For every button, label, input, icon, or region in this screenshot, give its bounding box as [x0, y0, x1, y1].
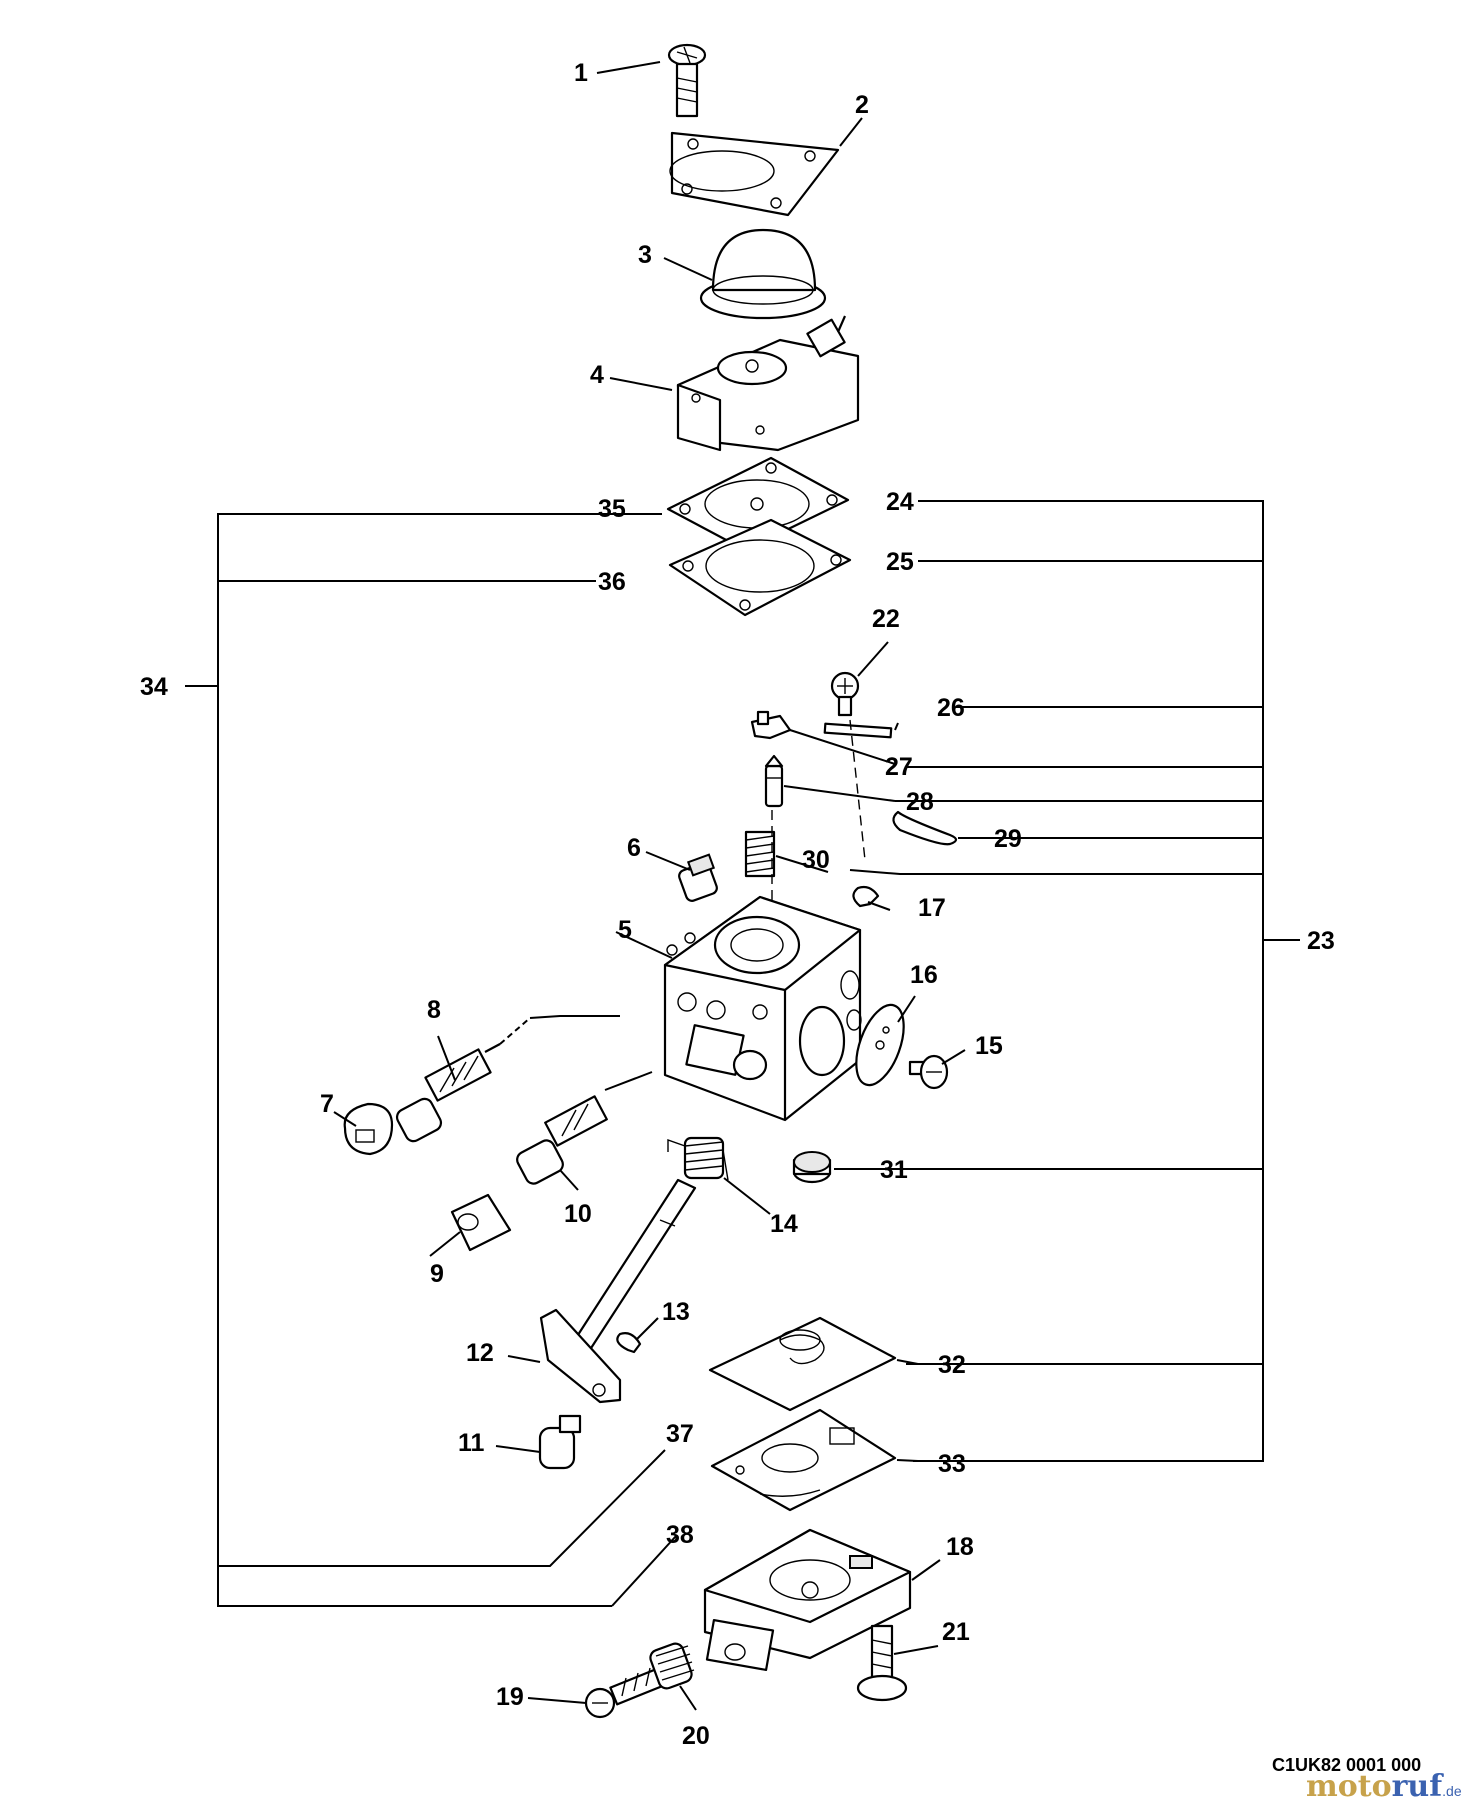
- part-13-clip: [616, 1332, 642, 1354]
- part-5-carburetor-body: [663, 895, 862, 1122]
- callout-27: 27: [885, 753, 913, 781]
- callout-35: 35: [598, 495, 626, 523]
- part-17-clip: [852, 885, 880, 908]
- part-4-pump-body: [676, 315, 860, 452]
- callout-23: 23: [1307, 927, 1335, 955]
- part-31-filter-screen: [792, 1151, 832, 1184]
- callout-12: 12: [466, 1339, 494, 1367]
- callout-19: 19: [496, 1683, 524, 1711]
- callout-20: 20: [682, 1722, 710, 1750]
- callout-21: 21: [942, 1618, 970, 1646]
- part-2-gasket: [669, 131, 840, 217]
- part-33-metering-gasket: [710, 1408, 897, 1512]
- leader-lines: [333, 61, 971, 1711]
- callout-6: 6: [627, 834, 641, 862]
- part-36-pump-gasket: [668, 518, 852, 617]
- part-20-spring: [649, 1642, 695, 1690]
- callout-34: 34: [140, 673, 168, 701]
- callout-31: 31: [880, 1156, 908, 1184]
- part-6-plug: [678, 853, 718, 902]
- kit-bracket-left: [185, 513, 677, 1607]
- part-15-screw: [908, 1054, 949, 1090]
- callout-36: 36: [598, 568, 626, 596]
- part-3-primer-bulb: [699, 228, 827, 320]
- part-27-lever: [750, 710, 792, 740]
- part-11-knob: [538, 1414, 582, 1470]
- watermark-logo: motoruf.de: [1306, 1769, 1462, 1800]
- part-19-screw: [584, 1667, 663, 1719]
- part-22-screw: [830, 671, 860, 717]
- callout-8: 8: [427, 996, 441, 1024]
- callout-9: 9: [430, 1260, 444, 1288]
- callout-28: 28: [906, 788, 934, 816]
- callout-13: 13: [662, 1298, 690, 1326]
- part-18-metering-cover: [703, 1528, 912, 1672]
- callout-30: 30: [802, 846, 830, 874]
- part-12-throttle-shaft: [539, 1178, 697, 1404]
- callout-5: 5: [618, 916, 632, 944]
- part-29-seal: [892, 810, 958, 846]
- callout-15: 15: [975, 1032, 1003, 1060]
- callout-22: 22: [872, 605, 900, 633]
- callout-18: 18: [946, 1533, 974, 1561]
- part-30-spring: [744, 830, 776, 878]
- callout-1: 1: [574, 59, 588, 87]
- part-7-limiter-cap: [343, 1102, 394, 1156]
- part-14-spring: [667, 1136, 729, 1181]
- callout-32: 32: [938, 1351, 966, 1379]
- part-32-gasket: [708, 1316, 897, 1412]
- drawing-code: C1UK82 0001 000: [1272, 1755, 1421, 1775]
- part-10-mixture-needle: [516, 1071, 653, 1185]
- part-26-pin: [823, 722, 893, 739]
- callout-29: 29: [994, 825, 1022, 853]
- part-16-disc: [855, 1003, 905, 1087]
- callout-24: 24: [886, 488, 914, 516]
- part-28-needle: [764, 754, 784, 808]
- callout-3: 3: [638, 241, 652, 269]
- part-21-screw: [856, 1624, 908, 1702]
- part-9-limiter-cap: [450, 1193, 512, 1252]
- callout-17: 17: [918, 894, 946, 922]
- callout-14: 14: [770, 1210, 798, 1238]
- svg-text:motoruf.de: motoruf.de: [1306, 1769, 1462, 1800]
- callout-25: 25: [886, 548, 914, 576]
- part-8-mixture-needle: [395, 1015, 620, 1143]
- callout-38: 38: [666, 1521, 694, 1549]
- callout-26: 26: [937, 694, 965, 722]
- callout-7: 7: [320, 1090, 334, 1118]
- callout-2: 2: [855, 91, 869, 119]
- callout-37: 37: [666, 1420, 694, 1448]
- part-1-screw: [667, 43, 707, 118]
- callout-11: 11: [458, 1429, 485, 1457]
- callout-10: 10: [564, 1200, 592, 1228]
- callout-16: 16: [910, 961, 938, 989]
- callout-4: 4: [590, 361, 604, 389]
- callout-33: 33: [938, 1450, 966, 1478]
- callout-labels: 1 2 3 4 35 24 36 25 34 22 26 27 28 29 30…: [140, 59, 1335, 1750]
